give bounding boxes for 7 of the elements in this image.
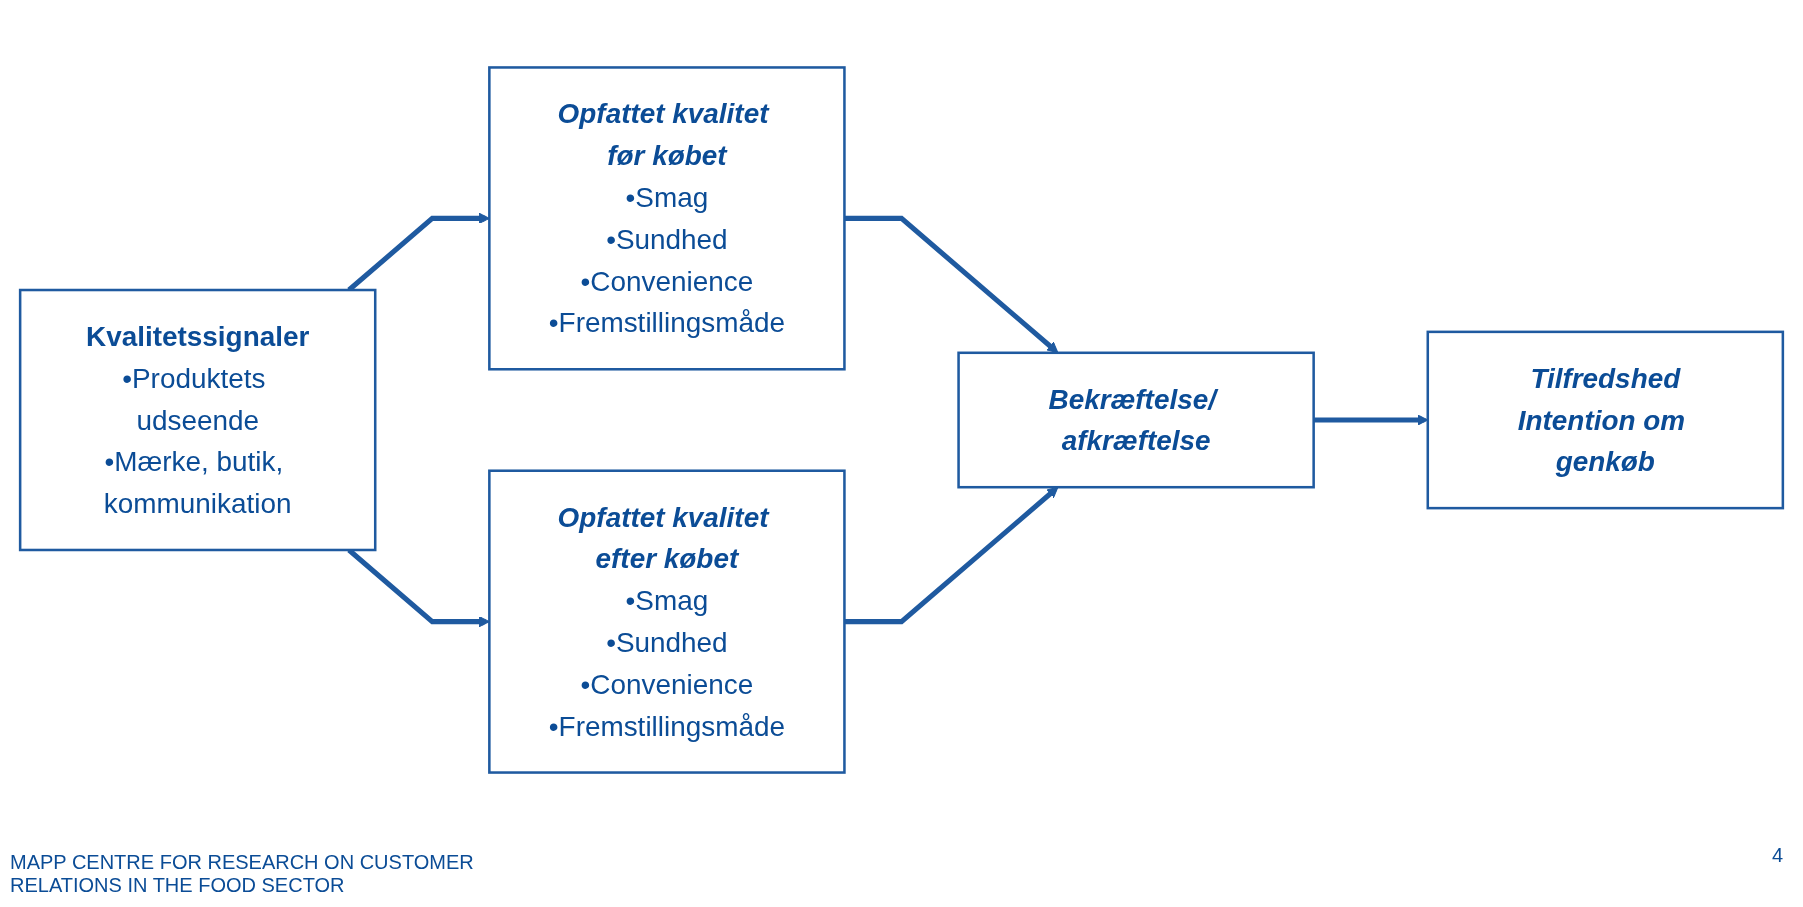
node-box: Kvalitetssignaler •Produktets udseende •Mærke, butik, kommunikation — [18, 288, 377, 552]
footer-note: MAPP CENTRE FOR RESEARCH ON CUSTOMER RELATIONS IN THE FOOD SECTOR — [10, 851, 475, 897]
node-box: Opfattet kvalitet efter købet •Smag •Sundhed •Convenience •Fremstillingsmåde — [488, 469, 846, 774]
node-box: Opfattet kvalitet før købet •Smag •Sundhed •Convenience •Fremstillingsmåde — [488, 66, 846, 371]
page-number: 4 — [1771, 844, 1783, 867]
node-box: Tilfredshed Intention om genkøb — [1426, 330, 1785, 510]
node-box: Bekræftelse/ afkræftelse — [957, 351, 1315, 489]
